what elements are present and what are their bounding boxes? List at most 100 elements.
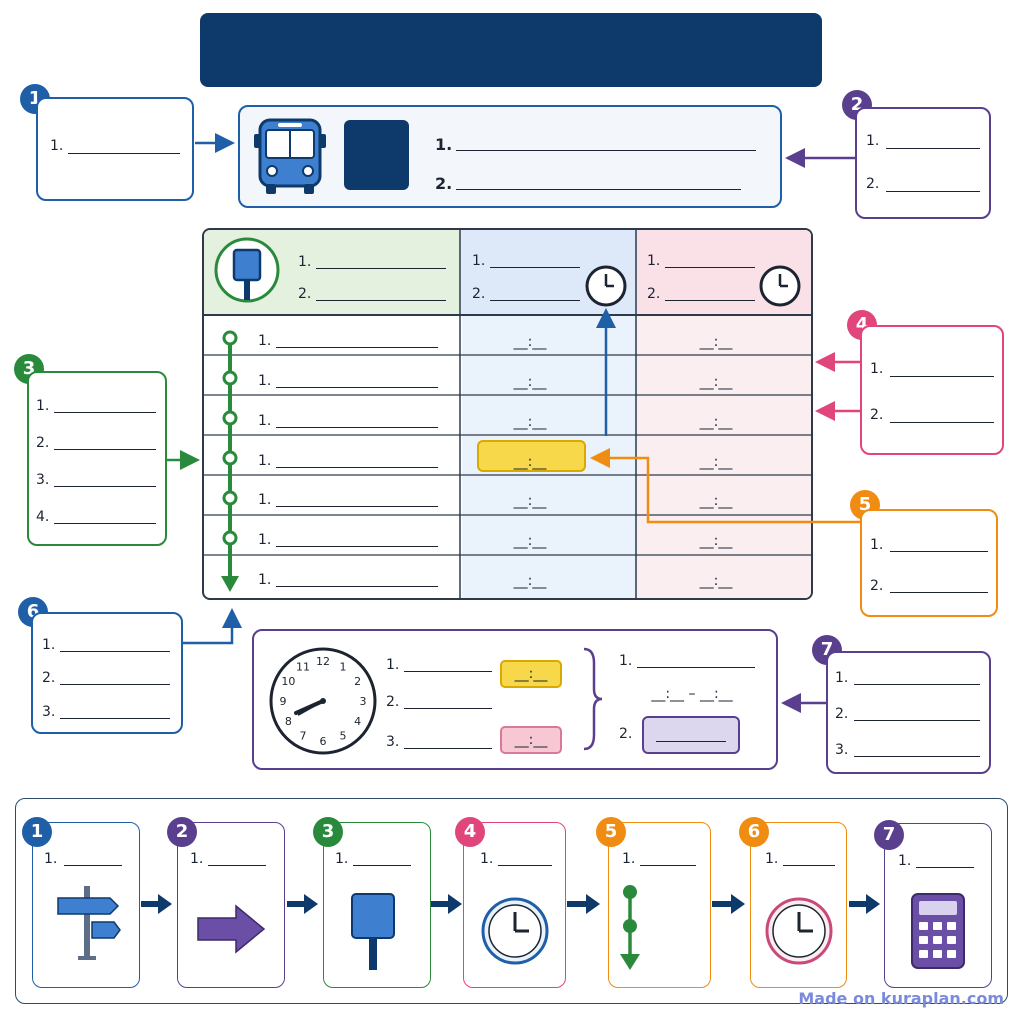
blank-line xyxy=(490,300,580,301)
blank-line xyxy=(783,865,835,866)
duration-box xyxy=(642,716,740,754)
callout-box-7 xyxy=(826,651,991,774)
route-line xyxy=(221,330,239,592)
brace-icon xyxy=(583,647,603,751)
clock-number: 1 xyxy=(340,660,347,673)
clock-icon xyxy=(758,264,802,312)
blank-line xyxy=(54,449,156,450)
callout-7-item-3: 3. xyxy=(835,742,849,758)
blank-line xyxy=(640,865,696,866)
route-card xyxy=(238,105,782,208)
blank-line xyxy=(404,748,492,749)
callout-1-item-1: 1. xyxy=(50,138,64,154)
blank-line xyxy=(54,412,156,413)
callout-box-4 xyxy=(860,325,1004,455)
clock-number: 7 xyxy=(300,730,307,743)
clock-number: 8 xyxy=(285,715,292,728)
callout-5-item-1: 1. xyxy=(870,537,884,553)
clock-number: 5 xyxy=(340,730,347,743)
step-card-1-item: 1. xyxy=(44,851,58,867)
blank-line xyxy=(456,189,741,190)
stop-row-6-label: 1. xyxy=(258,532,272,548)
callout-3-item-3: 3. xyxy=(36,472,50,488)
blank-line xyxy=(276,546,438,547)
step-card-2-item: 1. xyxy=(190,851,204,867)
stop-row-5-label: 1. xyxy=(258,492,272,508)
title-bar xyxy=(200,13,822,87)
blank-line xyxy=(498,865,552,866)
highlighted-time-box xyxy=(477,440,586,472)
blank-line xyxy=(60,651,170,652)
clock-number: 4 xyxy=(354,715,361,728)
stop-row-1-label: 1. xyxy=(258,333,272,349)
callout-6-item-2: 2. xyxy=(42,670,56,686)
step-card-badge-2: 2 xyxy=(167,817,197,847)
blank-line xyxy=(656,741,726,742)
blank-line xyxy=(890,422,994,423)
blank-line xyxy=(404,708,492,709)
right-arrow-icon xyxy=(197,904,266,954)
signpost-icon xyxy=(57,886,121,960)
blank-line xyxy=(890,592,988,593)
clock-icon xyxy=(765,897,833,965)
callout-4-item-1: 1. xyxy=(870,361,884,377)
pink-time-1: __:__ xyxy=(699,334,733,350)
callout-box-1 xyxy=(36,97,194,201)
callout-2-item-2: 2. xyxy=(866,176,880,192)
callout-3-item-4: 4. xyxy=(36,509,50,525)
timetable-grid xyxy=(202,228,813,600)
callout-box-6 xyxy=(31,612,183,734)
pink-time-4: __:__ xyxy=(699,454,733,470)
blue-header-item-2: 2. xyxy=(472,286,486,302)
blank-line xyxy=(665,267,755,268)
calc-result-item-2: 2. xyxy=(619,726,633,742)
bus-icon xyxy=(252,116,328,196)
blank-line xyxy=(890,551,988,552)
pink-time-7: __:__ xyxy=(699,573,733,589)
blank-line xyxy=(208,865,266,866)
blank-line xyxy=(60,684,170,685)
stops-header-item-2: 2. xyxy=(298,286,312,302)
pink-time-6: __:__ xyxy=(699,533,733,549)
route-card-item-2: 2. xyxy=(435,174,453,193)
blank-line xyxy=(854,720,980,721)
blue-time-5: __:__ xyxy=(513,493,547,509)
clock-number: 11 xyxy=(296,660,310,673)
blank-line xyxy=(456,150,756,151)
bus-stop-sign-icon xyxy=(351,893,395,970)
clock-number: 2 xyxy=(354,675,361,688)
blank-line xyxy=(886,148,980,149)
blank-line xyxy=(276,387,438,388)
step-card-badge-3: 3 xyxy=(313,817,343,847)
blank-line xyxy=(316,300,446,301)
blank-line xyxy=(916,867,974,868)
step-card-6-item: 1. xyxy=(765,851,779,867)
watermark[interactable]: Made on kuraplan.com xyxy=(798,989,1004,1008)
step-card-4-item: 1. xyxy=(480,851,494,867)
route-color-square xyxy=(344,120,409,190)
blank-line xyxy=(276,347,438,348)
callout-4-item-2: 2. xyxy=(870,407,884,423)
stop-row-7-label: 1. xyxy=(258,572,272,588)
pink-time-3: __:__ xyxy=(699,414,733,430)
step-arrows xyxy=(141,894,880,914)
step-card-badge-1: 1 xyxy=(22,817,52,847)
callout-3-item-2: 2. xyxy=(36,435,50,451)
step-card-badge-5: 5 xyxy=(596,817,626,847)
route-stops-icon xyxy=(620,885,640,970)
blank-line xyxy=(276,467,438,468)
callout-6-item-1: 1. xyxy=(42,637,56,653)
blue-time-7: __:__ xyxy=(513,573,547,589)
step-card-7-item: 1. xyxy=(898,853,912,869)
timetable xyxy=(202,228,813,600)
blank-line xyxy=(54,486,156,487)
start-time-box xyxy=(500,660,562,688)
blue-time-1: __:__ xyxy=(513,334,547,350)
blank-line xyxy=(854,684,980,685)
stop-row-4-label: 1. xyxy=(258,453,272,469)
blue-time-2: __:__ xyxy=(513,374,547,390)
blank-line xyxy=(68,153,180,154)
callout-box-5 xyxy=(860,509,998,617)
clock-number: 10 xyxy=(281,675,295,688)
